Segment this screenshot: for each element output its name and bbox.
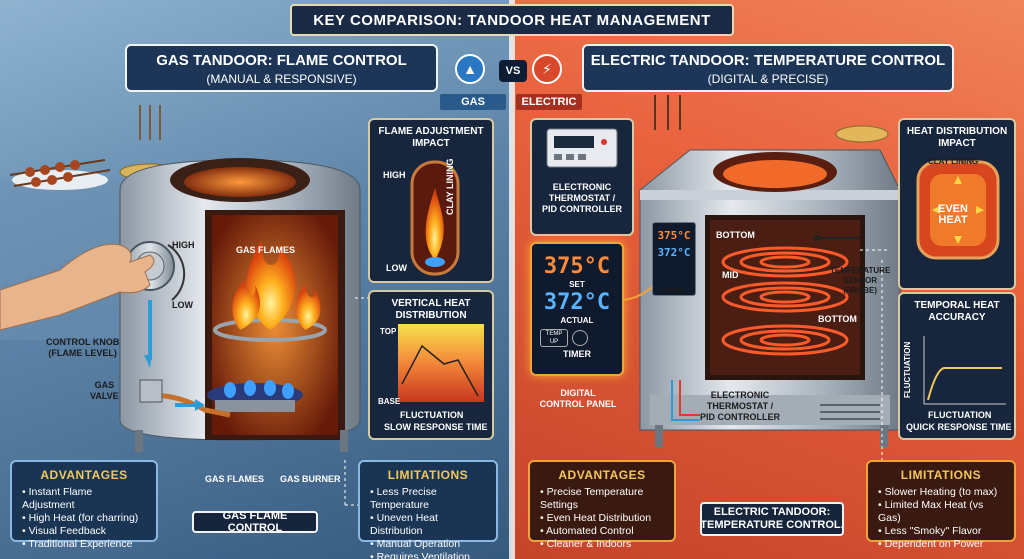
temporal-fluctuation-label: FLUCTUATION [928, 410, 992, 420]
electric-advantage-item: Cleaner & Indoors [540, 538, 664, 551]
vs-badge: VS [499, 60, 527, 82]
electric-limitation-item: Less "Smoky" Flavor [878, 525, 1004, 538]
electric-advantage-item: Automated Control [540, 525, 664, 538]
thermostat-lower-label: ELECTRONIC THERMOSTAT / PID CONTROLLER [700, 390, 780, 422]
set-temperature: 375°C [543, 254, 611, 279]
gas-advantages-title: ADVANTAGES [40, 468, 128, 482]
vertical-top-label: TOP [380, 327, 397, 336]
gas-caption: GAS FLAME CONTROL [192, 510, 318, 534]
flame-meter [410, 160, 460, 276]
electric-limitation-item: Limited Max Heat (vs Gas) [878, 499, 1004, 525]
gas-advantage-item: Visual Feedback [22, 525, 146, 538]
electric-advantage-item: Precise Temperature Settings [540, 486, 664, 512]
temp-up-button[interactable]: TEMP UP [540, 329, 568, 347]
gas-limitation-item: Uneven Heat Distribution [370, 512, 486, 538]
gas-tag: GAS [440, 94, 506, 110]
flame-card-title: FLAME ADJUSTMENT IMPACT [378, 126, 484, 149]
set-label: SET [569, 280, 585, 289]
unit-set-temperature: 375°C [657, 229, 691, 242]
gas-limitations-title: LIMITATIONS [387, 468, 469, 482]
electric-header-title: ELECTRIC TANDOOR: TEMPERATURE CONTROL [590, 52, 946, 69]
digital-panel-caption: DIGITAL CONTROL PANEL [539, 388, 617, 409]
power-plug-icon: ⚡ [532, 54, 562, 84]
electric-limitations-box: LIMITATIONS Slower Heating (to max) Limi… [866, 460, 1016, 550]
vertical-card-title: VERTICAL HEAT DISTRIBUTION [391, 298, 471, 321]
gas-flames-bottom-label: GAS FLAMES [205, 474, 265, 484]
knob-low-label: LOW [172, 300, 193, 310]
vertical-fluctuation-label: FLUCTUATION [400, 410, 464, 420]
gas-cylinder-icon: ▲ [455, 54, 485, 84]
electric-header-subtitle: (DIGITAL & PRECISE) [707, 72, 829, 86]
heat-card-clay-label: CLAY LINING [928, 157, 979, 166]
electric-limitation-item: Slower Heating (to max) [878, 486, 1004, 499]
element-mid-label: MID [722, 270, 739, 280]
temporal-yaxis-label: FLUCTUATION [903, 341, 912, 398]
gas-burner-label: GAS BURNER [280, 474, 341, 484]
gas-limitation-item: Manual Operation [370, 538, 486, 551]
thermostat-device-icon [546, 128, 618, 168]
dial-button[interactable] [572, 330, 588, 346]
gas-header-subtitle: (MANUAL & RESPONSIVE) [206, 72, 357, 86]
timer-label: TIMER [563, 349, 591, 359]
digital-control-panel: 375°C SET 372°C ACTUAL TEMP UP TIMER [530, 242, 624, 376]
vertical-response-label: SLOW RESPONSE TIME [384, 422, 488, 432]
unit-display: 375°C 372°C [652, 222, 696, 296]
unit-timer-label: TIMER [662, 288, 684, 295]
main-title: KEY COMPARISON: TANDOOR HEAT MANAGEMENT [290, 4, 734, 36]
gas-valve-label: GAS VALVE [90, 380, 119, 401]
gas-advantage-item: High Heat (for charring) [22, 512, 146, 525]
actual-label: ACTUAL [560, 316, 594, 325]
vertical-heat-chart [398, 324, 484, 402]
gas-advantage-item: Traditional Experience [22, 538, 146, 551]
electric-advantage-item: Even Heat Distribution [540, 512, 664, 525]
temporal-card-title: TEMPORAL HEAT ACCURACY [914, 300, 1000, 323]
knob-high-label: HIGH [172, 240, 195, 250]
control-knob-label: CONTROL KNOB (FLAME LEVEL) [46, 337, 120, 358]
electric-tag: ELECTRIC [516, 94, 582, 110]
electric-advantages-box: ADVANTAGES Precise Temperature Settings … [528, 460, 676, 550]
electric-header: ELECTRIC TANDOOR: TEMPERATURE CONTROL (D… [582, 44, 954, 92]
gas-header: GAS TANDOOR: FLAME CONTROL (MANUAL & RES… [125, 44, 438, 92]
temporal-accuracy-card: TEMPORAL HEAT ACCURACY [898, 292, 1016, 440]
element-bottom-top-label: BOTTOM [716, 230, 755, 240]
flame-card-high: HIGH [383, 170, 406, 180]
thermostat-label: ELECTRONIC THERMOSTAT / PID CONTROLLER [542, 182, 622, 214]
gas-limitations-box: LIMITATIONS Less Precise Temperature Une… [358, 460, 498, 559]
flame-card-low: LOW [386, 263, 407, 273]
unit-actual-temperature: 372°C [657, 246, 691, 259]
even-heat-diagram [916, 160, 1000, 260]
electric-limitations-title: LIMITATIONS [900, 468, 982, 482]
temperature-sensor-label: TEMPERATURE SENSOR (PROBE) [830, 266, 891, 295]
actual-temperature: 372°C [543, 290, 611, 315]
electric-limitation-item: Dependent on Power [878, 538, 1004, 551]
gas-advantages-box: ADVANTAGES Instant Flame Adjustment High… [10, 460, 158, 550]
gas-limitation-item: Requires Ventilation [370, 551, 486, 559]
temporal-response-label: QUICK RESPONSE TIME [906, 422, 1012, 432]
temporal-accuracy-chart [923, 336, 1006, 405]
electric-advantages-title: ADVANTAGES [558, 468, 646, 482]
vertical-base-label: BASE [378, 397, 401, 406]
element-bottom-label: BOTTOM [818, 314, 857, 324]
gas-advantage-item: Instant Flame Adjustment [22, 486, 146, 512]
flame-card-clay-lining: CLAY LINING [445, 158, 455, 215]
heat-card-title: HEAT DISTRIBUTION IMPACT [906, 126, 1008, 149]
center-divider [509, 0, 515, 559]
gas-flames-top-label: GAS FLAMES [236, 245, 296, 255]
electric-caption: ELECTRIC TANDOOR: TEMPERATURE CONTROL. [700, 502, 844, 536]
heat-card-even-heat: EVEN HEAT [938, 203, 968, 226]
gas-header-title: GAS TANDOOR: FLAME CONTROL [156, 52, 407, 69]
gas-limitation-item: Less Precise Temperature [370, 486, 486, 512]
